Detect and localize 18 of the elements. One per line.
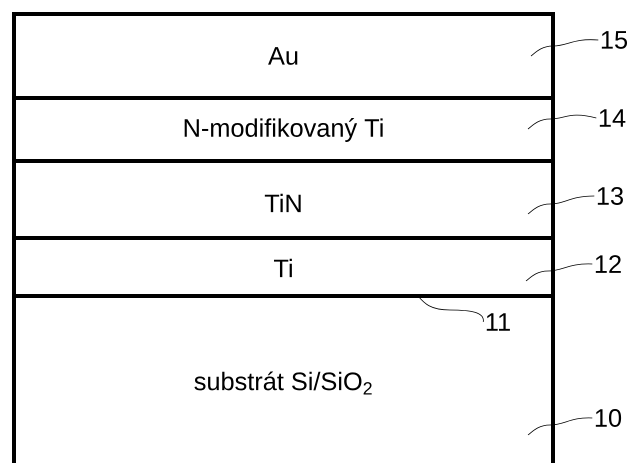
- leader-line: [526, 264, 593, 282]
- layer-label: N-modifikovaný Ti: [184, 118, 383, 142]
- callout-number: 10: [596, 409, 622, 427]
- callout-number: 11: [486, 313, 510, 331]
- layer-box: [12, 294, 555, 463]
- leader-line: [530, 39, 599, 56]
- layer-label: substrát Si/SiO$_{2}$: [194, 371, 372, 395]
- leader-line: [528, 196, 595, 214]
- callout-number: 14: [600, 109, 626, 127]
- leader-line: [418, 296, 484, 322]
- callout-number: 15: [602, 31, 628, 49]
- leader-line: [528, 114, 597, 130]
- leader-line: [528, 418, 593, 436]
- layer-label: TiN: [264, 194, 301, 212]
- callout-number: 13: [598, 187, 623, 205]
- layer-label: Au: [268, 47, 298, 65]
- callout-number: 12: [596, 255, 621, 273]
- layer-label: Ti: [274, 258, 292, 278]
